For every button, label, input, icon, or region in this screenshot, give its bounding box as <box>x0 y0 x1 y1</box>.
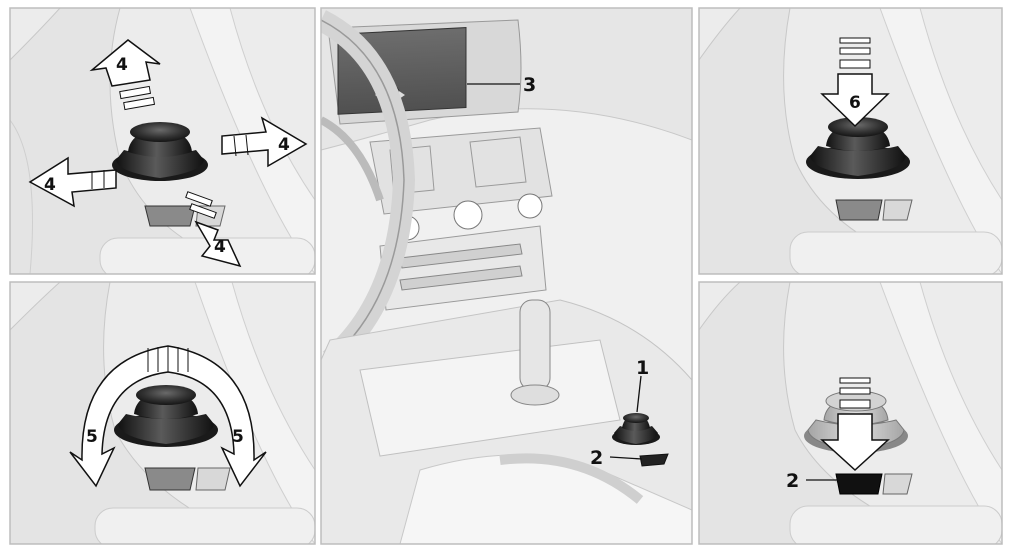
callout-3: 3 <box>523 74 536 96</box>
panel-top-left: 4 4 4 4 <box>10 8 315 278</box>
arrow-number: 4 <box>278 135 290 155</box>
menu-button <box>836 474 882 494</box>
arrow-number: 5 <box>86 427 98 447</box>
arrow-number: 6 <box>849 93 861 113</box>
arrow-number: 5 <box>232 427 244 447</box>
panel-bottom-left: 5 5 <box>10 282 315 548</box>
arrow-number: 4 <box>116 55 128 75</box>
callout-2: 2 <box>590 447 603 469</box>
arrow-number: 4 <box>214 237 226 257</box>
callout-2: 2 <box>786 470 799 492</box>
panel-top-right: 6 <box>699 8 1002 276</box>
panel-bottom-right: 2 <box>699 282 1002 548</box>
callout-1: 1 <box>636 357 649 379</box>
panel-center: 3 1 2 <box>321 8 692 544</box>
arrow-number: 4 <box>44 175 56 195</box>
